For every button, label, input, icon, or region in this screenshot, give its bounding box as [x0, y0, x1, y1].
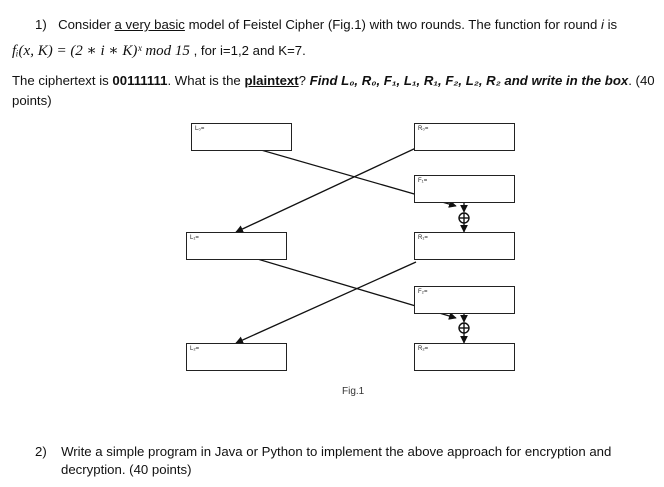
cipher-a: The ciphertext is	[12, 73, 113, 88]
q1-formula-line: fᵢ(x, K) = (2 ∗ i ∗ K)ˣ mod 15 , for i=1…	[12, 41, 306, 60]
xor2-icon	[458, 322, 470, 334]
l0-label: L₀=	[195, 126, 205, 132]
r2-label: R₂=	[418, 346, 429, 352]
f1-box[interactable]: F₁=	[414, 175, 515, 203]
figure-caption: Fig.1	[342, 386, 365, 397]
q1-number: 1)	[35, 17, 47, 32]
l2-label: L₂=	[190, 346, 200, 352]
cipher-b: . What is the	[167, 73, 245, 88]
r0-label: R₀=	[418, 126, 429, 132]
round-function-formula: fᵢ(x, K) = (2 ∗ i ∗ K)ˣ mod 15	[12, 43, 190, 59]
q2-line2: decryption. (40 points)	[61, 462, 191, 477]
q1-intro-i: i	[601, 17, 604, 32]
plaintext-word: plaintext	[244, 73, 299, 88]
q1-points-line: points)	[12, 93, 52, 108]
r2-box[interactable]: R₂=	[414, 343, 515, 371]
r1-box[interactable]: R₁=	[414, 232, 515, 260]
q2-text-line2: decryption. (40 points)	[61, 462, 192, 477]
q2-number: 2)	[35, 444, 47, 459]
cipher-c: ?	[298, 73, 310, 88]
r1-to-l2-line	[235, 261, 417, 344]
round-function-range: , for i=1,2 and K=7.	[189, 43, 306, 58]
q1-line1: 1) Consider a very basic model of Feiste…	[35, 17, 617, 32]
q2-line1: 2) Write a simple program in Java or Pyt…	[35, 444, 611, 459]
l1-label: L₁=	[190, 235, 199, 241]
r0-box[interactable]: R₀=	[414, 123, 515, 151]
q1-intro-underlined: a very basic	[114, 17, 185, 32]
f1-label: F₁=	[418, 178, 428, 184]
q1-intro-b: model of Feistel Cipher (Fig.1) with two…	[184, 17, 601, 32]
q1-intro-c: is	[603, 17, 618, 32]
xor1-icon	[458, 212, 470, 224]
r1-label: R₁=	[418, 235, 428, 241]
r0-to-l1-line	[235, 147, 417, 233]
f2-box[interactable]: F₂=	[414, 286, 515, 314]
ciphertext-value: 00111111	[112, 73, 168, 88]
q2-text-line1: Write a simple program in Java or Python…	[61, 444, 612, 459]
q1-intro-a: Consider	[58, 17, 115, 32]
f2-label: F₂=	[418, 289, 428, 295]
l2-box[interactable]: L₂=	[186, 343, 287, 371]
q1-points: points)	[12, 93, 52, 108]
l1-box[interactable]: L₁=	[186, 232, 287, 260]
q1-ciphertext-line: The ciphertext is 00111111. What is the …	[12, 73, 655, 88]
l0-box[interactable]: L₀=	[191, 123, 292, 151]
cipher-d: . (40	[628, 73, 655, 88]
task-instruction: Find L₀, R₀, F₁, L₁, R₁, F₂, L₂, R₂ and …	[309, 73, 629, 88]
